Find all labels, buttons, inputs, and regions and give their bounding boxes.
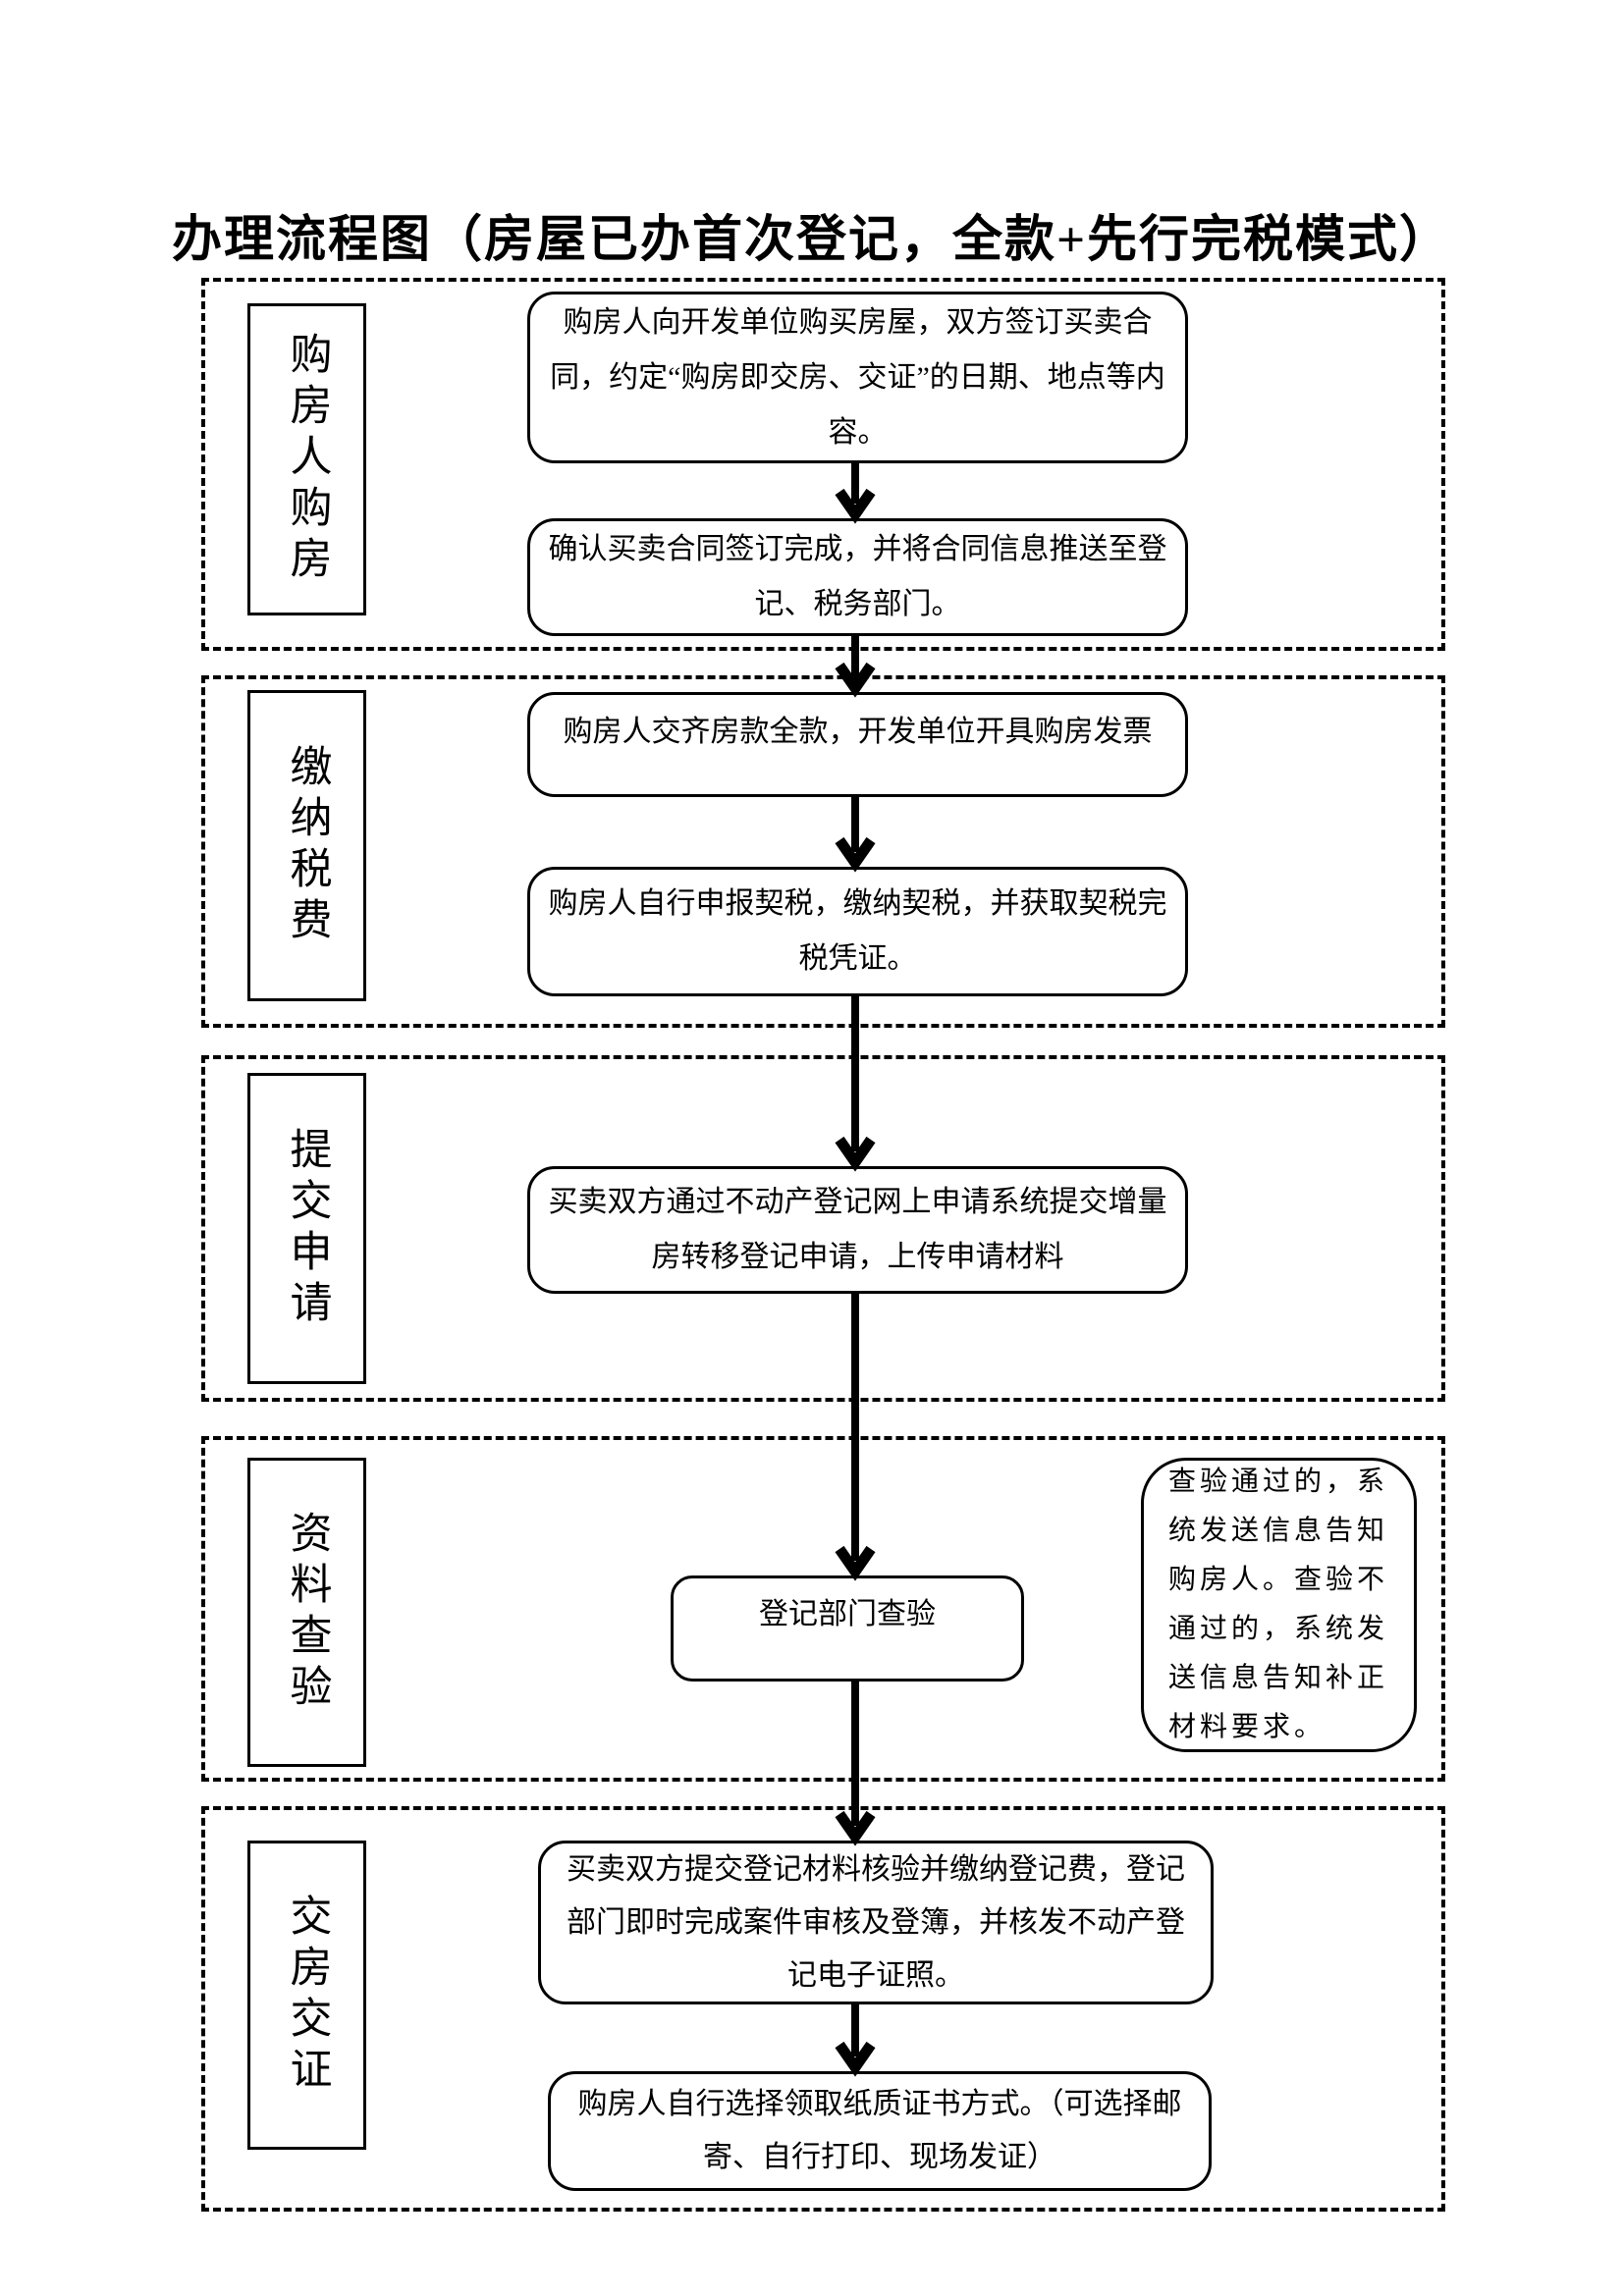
stage-label-text: 购房人购房: [284, 332, 330, 587]
process-box-choose-paper-certificate: 购房人自行选择领取纸质证书方式。（可选择邮寄、自行打印、现场发证）: [548, 2071, 1212, 2191]
stage-label-text: 资料查验: [284, 1510, 330, 1715]
process-box-registry-check: 登记部门查验: [671, 1575, 1024, 1682]
stage-label-pay-taxes: 缴纳税费: [247, 690, 366, 1001]
stage-submit-application: 提交申请: [201, 1055, 1445, 1402]
process-box-confirm-contract-push-info: 确认买卖合同签订完成，并将合同信息推送至登记、税务部门。: [527, 518, 1188, 636]
stage-label-text: 提交申请: [284, 1126, 330, 1331]
note-box-check-result: 查验通过的，系统发送信息告知购房人。查验不通过的，系统发送信息告知补正材料要求。: [1141, 1458, 1417, 1752]
stage-buyer-purchase: 购房人购房: [201, 278, 1445, 651]
stage-label-buyer-purchase: 购房人购房: [247, 303, 366, 615]
stage-document-check: 资料查验: [201, 1436, 1445, 1782]
stage-label-submit-application: 提交申请: [247, 1073, 366, 1384]
process-box-online-transfer-application: 买卖双方通过不动产登记网上申请系统提交增量房转移登记申请，上传申请材料: [527, 1166, 1188, 1294]
stage-label-text: 缴纳税费: [284, 743, 330, 948]
process-box-declare-deed-tax: 购房人自行申报契税，缴纳契税，并获取契税完税凭证。: [527, 867, 1188, 996]
page-title: 办理流程图（房屋已办首次登记，全款+先行完税模式）: [171, 213, 1452, 268]
stage-pay-taxes: 缴纳税费: [201, 675, 1445, 1028]
stage-label-deliver-house-certificate: 交房交证: [247, 1841, 366, 2150]
stage-label-text: 交房交证: [284, 1893, 330, 2098]
process-box-sign-contract: 购房人向开发单位购买房屋，双方签订买卖合同，约定“购房即交房、交证”的日期、地点…: [527, 292, 1188, 463]
stage-deliver-house-certificate: 交房交证: [201, 1806, 1445, 2212]
process-box-pay-full-price-invoice: 购房人交齐房款全款，开发单位开具购房发票: [527, 692, 1188, 797]
stage-label-document-check: 资料查验: [247, 1458, 366, 1767]
process-box-verify-pay-fee-issue-ecert: 买卖双方提交登记材料核验并缴纳登记费，登记部门即时完成案件审核及登簿，并核发不动…: [538, 1841, 1214, 2004]
